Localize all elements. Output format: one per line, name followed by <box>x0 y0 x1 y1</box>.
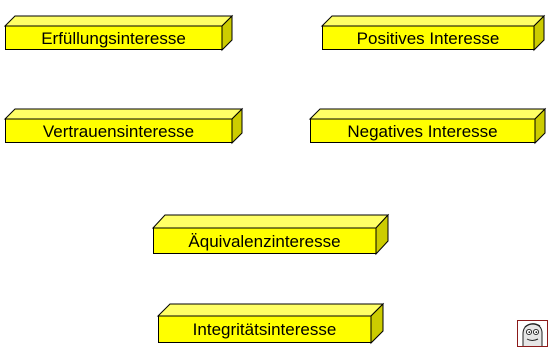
box-positives-interesse: Positives Interesse <box>320 14 546 52</box>
box-integritaetsinteresse: Integritätsinteresse <box>156 302 385 345</box>
box-integritaetsinteresse-shape <box>156 302 385 345</box>
box-aequivalenzinteresse: Äquivalenzinteresse <box>151 213 390 256</box>
box-erfuellungsinteresse: Erfüllungsinteresse <box>3 14 234 52</box>
box-negatives-interesse-label: Negatives Interesse <box>347 121 498 141</box>
box-negatives-interesse-shape <box>308 107 547 145</box>
box-vertrauensinteresse-label: Vertrauensinteresse <box>42 121 195 141</box>
box-erfuellungsinteresse-label: Erfüllungsinteresse <box>41 28 186 48</box>
box-vertrauensinteresse: Vertrauensinteresse <box>3 107 244 145</box>
box-positives-interesse-shape <box>320 14 546 52</box>
box-aequivalenzinteresse-label: Äquivalenzinteresse <box>188 231 341 251</box>
box-integritaetsinteresse-label: Integritätsinteresse <box>192 320 337 339</box>
cartoon-figure-icon <box>517 320 548 347</box>
box-vertrauensinteresse-shape <box>3 107 244 145</box>
box-positives-interesse-label: Positives Interesse <box>356 28 500 48</box>
box-negatives-interesse: Negatives Interesse <box>308 107 547 145</box>
box-erfuellungsinteresse-shape <box>3 14 234 52</box>
box-aequivalenzinteresse-shape <box>151 213 390 256</box>
